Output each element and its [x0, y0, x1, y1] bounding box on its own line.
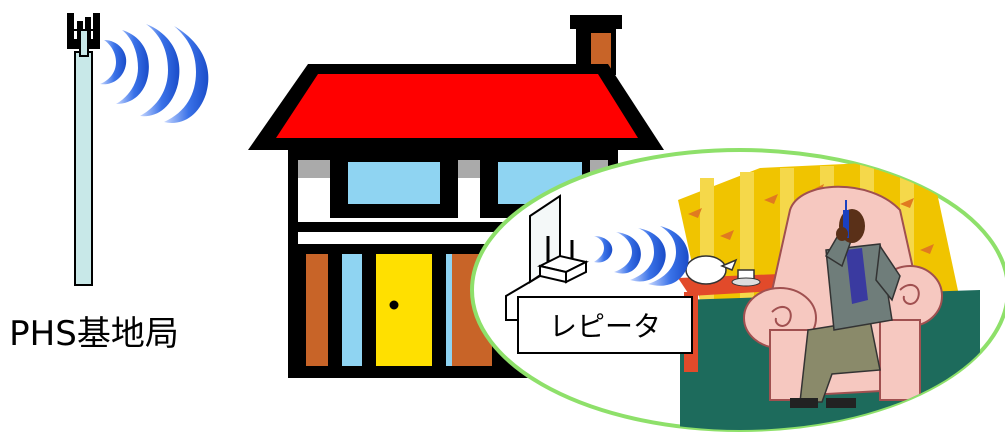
person-on-phone-icon [790, 200, 901, 408]
indoor-scene [470, 148, 1005, 432]
base-station-label: PHS基地局 [9, 314, 179, 354]
radio-wave-icon [100, 24, 209, 123]
phs-antenna-tower-icon [67, 13, 100, 286]
radio-wave-icon [594, 226, 689, 286]
repeater-device-icon [505, 194, 589, 321]
repeater-label: レピータ [517, 296, 693, 354]
repeater-label-text: レピータ [549, 310, 661, 343]
